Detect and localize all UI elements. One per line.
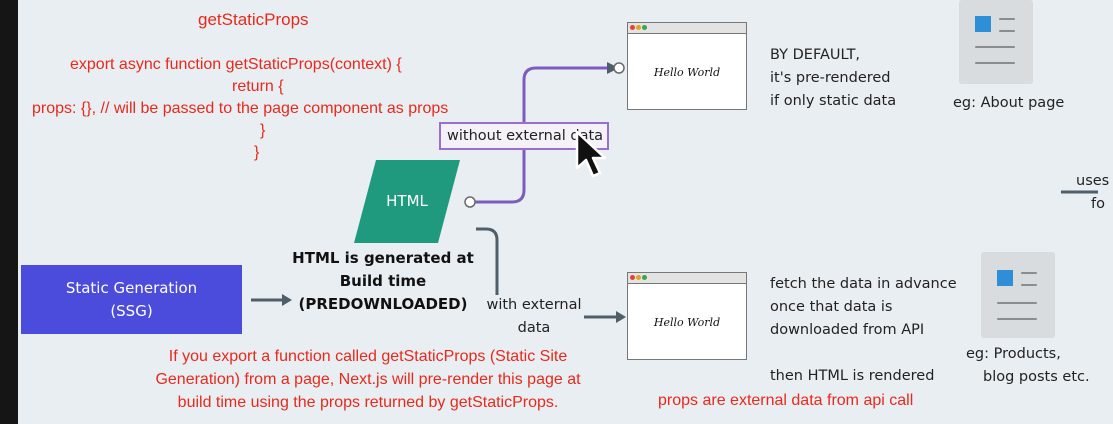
window-close-dot <box>630 275 635 280</box>
bottom-example-line-2: blog posts etc. <box>983 369 1090 385</box>
html-generated-line-2: Build time <box>339 272 427 290</box>
window-close-dot <box>630 25 635 30</box>
code-line-1: export async function getStaticProps(con… <box>70 56 402 73</box>
with-external-data-line-2: data <box>517 320 551 336</box>
ssg-box-line-2: (SSG) <box>110 302 153 320</box>
port-top-window <box>613 62 625 74</box>
document-icon <box>959 0 1033 84</box>
connector-with-data <box>476 227 499 295</box>
code-line-5: } <box>254 144 260 161</box>
note-line-3: build time using the props returned by g… <box>177 394 559 411</box>
window-content: Hello World <box>653 315 721 329</box>
bottom-desc-line-3: downloaded from API <box>770 322 925 338</box>
window-titlebar <box>628 273 746 284</box>
top-example: eg: About page <box>953 95 1065 111</box>
right-cut-line-1: uses <box>1076 173 1110 189</box>
code-line-2: return { <box>232 78 284 95</box>
bottom-desc-line-1: fetch the data in advance <box>770 276 957 292</box>
window-titlebar <box>628 23 746 34</box>
html-generated-line-1: HTML is generated at <box>292 249 474 267</box>
top-desc-line-3: if only static data <box>770 93 897 109</box>
html-node-shape <box>354 160 460 243</box>
window-minimize-dot <box>636 25 641 30</box>
browser-window-bottom: Hello World <box>627 272 747 360</box>
html-node-label: HTML <box>386 192 428 210</box>
arrowhead-with-data <box>616 311 626 323</box>
html-generated-line-3: (PREDOWNLOADED) <box>298 295 468 313</box>
top-desc-line-1: BY DEFAULT, <box>770 47 861 63</box>
top-desc-line-2: it's pre-rendered <box>770 70 891 86</box>
code-line-4: } <box>260 122 266 139</box>
code-line-3: props: {}, // will be passed to the page… <box>32 100 449 117</box>
without-external-data-label: without external data <box>439 122 609 150</box>
window-minimize-dot <box>636 275 641 280</box>
port-html <box>464 196 476 208</box>
without-external-data-text: without external data <box>447 128 604 144</box>
window-zoom-dot <box>642 25 647 30</box>
arrowhead-top <box>607 62 619 74</box>
with-external-data-line-1: with external <box>486 297 582 313</box>
right-cut-line-2: fo <box>1091 196 1105 212</box>
note-line-2: Generation) from a page, Next.js will pr… <box>155 371 581 388</box>
bottom-desc-line-2: once that data is <box>770 299 893 315</box>
ssg-box: Static Generation (SSG) <box>21 265 242 334</box>
code-title: getStaticProps <box>198 10 309 29</box>
window-content: Hello World <box>653 65 721 79</box>
arrowhead-ssg <box>282 294 292 306</box>
bottom-example-line-1: eg: Products, <box>966 346 1061 362</box>
document-icon <box>981 252 1055 338</box>
window-zoom-dot <box>642 275 647 280</box>
mouse-pointer-icon <box>575 130 607 178</box>
connectors <box>251 62 1098 323</box>
bottom-desc-line-4: then HTML is rendered <box>770 368 935 384</box>
note-line-1: If you export a function called getStati… <box>168 348 568 365</box>
browser-window-top: Hello World <box>627 22 747 110</box>
ssg-box-line-1: Static Generation <box>65 279 198 297</box>
diagram-canvas: getStaticProps export async function get… <box>18 0 1113 424</box>
props-note: props are external data from api call <box>658 392 914 409</box>
